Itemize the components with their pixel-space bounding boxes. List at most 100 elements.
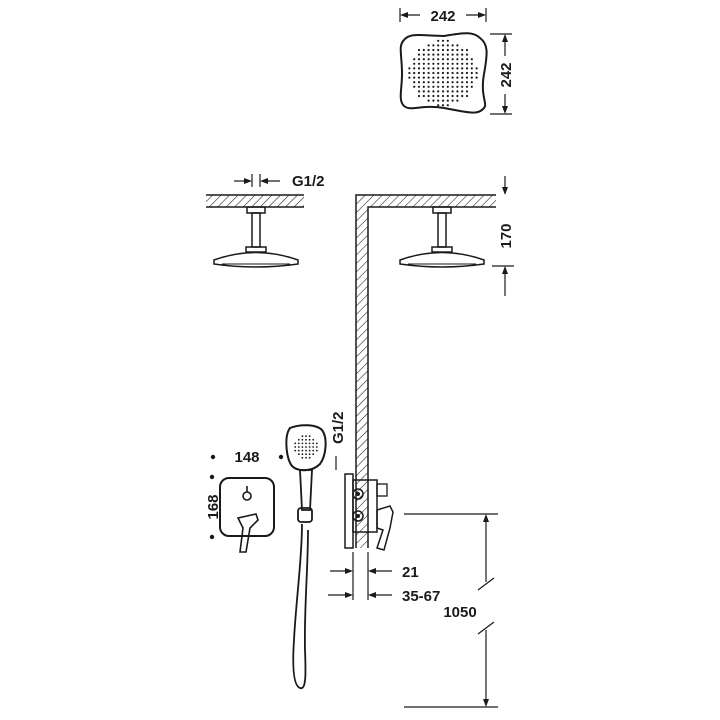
nozzle-dot [470, 58, 473, 61]
shower-head-top-view [399, 32, 488, 114]
nozzle-dot [422, 53, 425, 56]
wall-section [355, 194, 496, 548]
dim-plate-height-label: 168 [205, 494, 222, 519]
nozzle-dot [446, 58, 449, 61]
dim-valve-depth-range-label: 35-67 [402, 588, 440, 605]
dim-valve-depth-min-label: 21 [402, 564, 419, 581]
hand-shower [285, 424, 327, 689]
nozzle-dot [446, 71, 449, 75]
nozzle-dot [432, 85, 435, 88]
nozzle-dot [456, 76, 459, 79]
valve-side-view [344, 473, 394, 551]
nozzle-dot [422, 76, 425, 79]
nozzle-dot [437, 71, 440, 75]
dim-head-width-label: 242 [430, 8, 455, 25]
nozzle-dot [441, 62, 445, 65]
nozzle-dot [465, 90, 469, 93]
nozzle-dot [465, 81, 469, 84]
nozzle-dot [446, 94, 449, 98]
hand-nozzle-dot [305, 435, 307, 438]
nozzle-dot [408, 76, 411, 79]
nozzle-dot [451, 76, 454, 79]
nozzle-dot [432, 44, 435, 47]
hand-nozzle-dot [305, 446, 307, 448]
nozzle-dot [432, 71, 435, 75]
hand-nozzle-dot [294, 446, 297, 448]
dim-plate-width: 148 [210, 449, 284, 466]
nozzle-dot [417, 76, 421, 79]
nozzle-dot [465, 76, 469, 79]
nozzle-dot [461, 67, 464, 70]
nozzle-dot [408, 71, 411, 75]
nozzle-dot [427, 48, 430, 52]
nozzle-dot [446, 81, 449, 84]
nozzle-dot [441, 58, 445, 61]
nozzle-dot [461, 81, 464, 84]
nozzle-dot [427, 85, 430, 88]
nozzle-dot [446, 90, 449, 93]
nozzle-dot [441, 94, 445, 98]
nozzle-dot [432, 62, 435, 65]
nozzle-dot [461, 48, 464, 52]
nozzle-dot [446, 85, 449, 88]
nozzle-dot [475, 71, 478, 75]
nozzle-dot [470, 67, 473, 70]
dim-plate-height: 168 [205, 474, 222, 540]
hand-nozzle-dot [308, 442, 311, 445]
nozzle-dot [465, 85, 469, 88]
nozzle-dot [413, 71, 416, 75]
nozzle-dot [437, 44, 440, 47]
nozzle-dot [417, 90, 421, 93]
nozzle-grid [408, 39, 478, 107]
nozzle-dot [437, 62, 440, 65]
dim-head-height: 242 [490, 33, 515, 115]
nozzle-dot [451, 85, 454, 88]
shower-head-plate [399, 32, 488, 114]
nozzle-dot [451, 99, 454, 102]
nozzle-dot [451, 90, 454, 93]
hand-nozzle-dot [301, 435, 304, 438]
nozzle-dot [432, 58, 435, 61]
nozzle-dot [441, 90, 445, 93]
nozzle-dot [441, 71, 445, 75]
nozzle-dot [470, 71, 473, 75]
nozzle-dot [441, 39, 445, 42]
nozzle-dot [446, 44, 449, 47]
nozzle-dot [446, 67, 449, 70]
nozzle-dot [413, 67, 416, 70]
mixer-front-plate [219, 477, 275, 553]
nozzle-dot [432, 90, 435, 93]
nozzle-dot [470, 81, 473, 84]
hand-nozzle-dot [305, 438, 307, 441]
dim-thread-top-label: G1/2 [292, 173, 325, 190]
nozzle-dot [451, 44, 454, 47]
nozzle-dot [417, 53, 421, 56]
hand-nozzle-dot [294, 442, 297, 445]
nozzle-dot [422, 67, 425, 70]
nozzle-dot [427, 99, 430, 102]
nozzle-dot [417, 58, 421, 61]
nozzle-dot [432, 76, 435, 79]
hand-nozzle-dot [297, 446, 300, 448]
nozzle-dot [422, 85, 425, 88]
nozzle-dot [427, 67, 430, 70]
hand-nozzle-dot [297, 449, 300, 452]
hand-nozzle-dot [305, 449, 307, 452]
hand-nozzle-dot [312, 449, 315, 452]
nozzle-dot [465, 58, 469, 61]
nozzle-dot [465, 71, 469, 75]
nozzle-dot [465, 94, 469, 98]
hand-nozzle-dot [312, 438, 315, 441]
nozzle-dot [413, 85, 416, 88]
hand-nozzle-dot [301, 442, 304, 445]
hand-nozzle-dot [312, 446, 315, 448]
nozzle-dot [451, 67, 454, 70]
dim-thread-valve: G1/2 [330, 411, 347, 470]
nozzle-dot [461, 53, 464, 56]
hand-nozzle-dot [308, 453, 311, 456]
nozzle-dot [470, 62, 473, 65]
nozzle-dot [417, 62, 421, 65]
nozzle-dot [417, 85, 421, 88]
nozzle-dot [446, 62, 449, 65]
nozzle-dot [441, 53, 445, 56]
